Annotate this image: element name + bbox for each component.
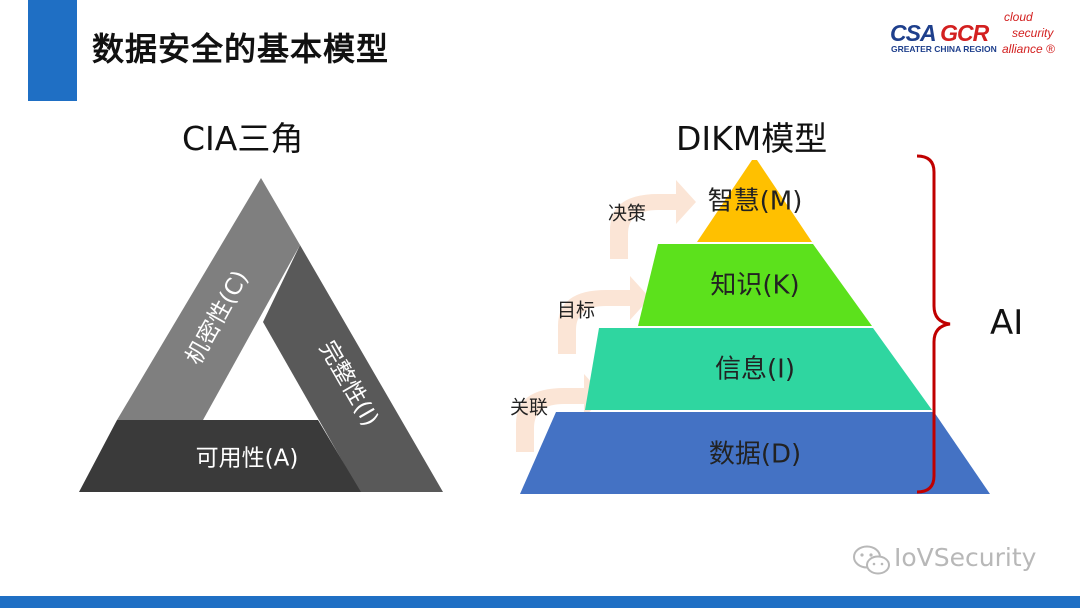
cia-side-right <box>263 245 443 492</box>
arrow-label-decide: 决策 <box>608 203 646 225</box>
ai-brace <box>916 154 951 494</box>
arrow-goal <box>558 276 650 354</box>
footer-bar <box>0 596 1080 608</box>
pyramid-layer-information <box>585 328 932 410</box>
pyramid-label-data: 数据(D) <box>709 440 801 470</box>
title-accent-bar <box>28 0 77 101</box>
watermark-text: IoVSecurity <box>894 543 1037 572</box>
logo-brand-primary: CSA <box>890 20 936 46</box>
pyramid-layer-data <box>520 412 990 494</box>
pyramid-label-information: 信息(I) <box>715 355 795 385</box>
logo-tag-cloud: cloud <box>1004 10 1033 24</box>
logo-tag-security: security <box>1012 26 1054 40</box>
csa-gcr-logo: CSA GCR GREATER CHINA REGION cloud secur… <box>888 10 1068 60</box>
watermark: IoVSecurity <box>852 540 1052 580</box>
pyramid-label-knowledge: 知识(K) <box>710 271 799 301</box>
arrow-label-goal: 目标 <box>557 300 595 322</box>
page-title: 数据安全的基本模型 <box>92 30 390 68</box>
cia-label-availability: 可用性(A) <box>196 446 299 472</box>
logo-region: GREATER CHINA REGION <box>891 44 997 54</box>
ai-label: AI <box>990 303 1024 343</box>
pyramid-layer-knowledge <box>638 244 872 326</box>
dikm-heading: DIKM模型 <box>676 119 828 158</box>
pyramid-label-wisdom: 智慧(M) <box>708 187 803 217</box>
pyramid-layer-wisdom <box>697 160 812 242</box>
logo-brand-secondary: GCR <box>940 20 989 46</box>
cia-heading: CIA三角 <box>182 119 304 158</box>
cia-side-left <box>117 178 300 420</box>
arrow-relate <box>516 374 604 452</box>
wechat-icon <box>853 545 890 575</box>
logo-tag-alliance: alliance ® <box>1002 42 1055 56</box>
arrow-label-relate: 关联 <box>510 397 548 419</box>
cia-side-bottom <box>79 420 361 492</box>
arrow-decide <box>610 180 696 259</box>
